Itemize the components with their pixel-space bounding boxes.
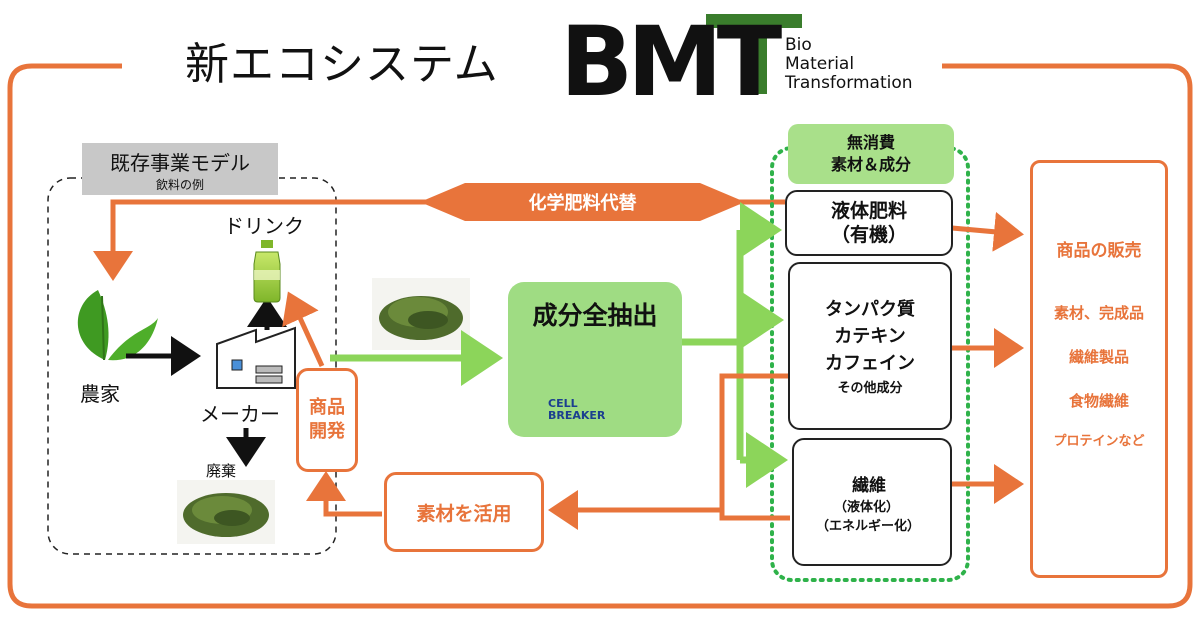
logo-t-stem (745, 14, 767, 94)
fertilizer-to-sales-arrow (951, 211, 1024, 252)
cell-breaker-line: BREAKER (548, 409, 606, 422)
waste-label: 廃棄 (206, 462, 237, 480)
extraction-title: 成分全抽出 (532, 301, 658, 330)
logo-sub-line: Material (785, 54, 855, 74)
drink-bottle-icon (253, 240, 281, 303)
cell-breaker-text: CELL BREAKER (548, 398, 605, 422)
materials-to-product-dev-arrow (306, 471, 382, 517)
product-dev-arrow (282, 291, 325, 368)
logo-sub-line: Transformation (785, 73, 913, 93)
fiber-sub: （エネルギー化） (816, 518, 921, 534)
chem-fertilizer-label: 化学肥料代替 (528, 193, 637, 214)
component-item: タンパク質 (825, 299, 915, 320)
existing-model-label: 既存事業モデル 飲料の例 (82, 143, 278, 195)
fiber-title: 繊維 (852, 475, 886, 496)
sales-item: 繊維製品 (1068, 348, 1129, 366)
sales-box (1030, 160, 1168, 578)
sales-item: 食物繊維 (1068, 392, 1129, 410)
existing-model-subtitle: 飲料の例 (155, 178, 204, 192)
tea-powder-image-bottom (177, 480, 275, 544)
sales-title: 商品の販売 (1056, 241, 1142, 261)
sales-item: プロテインなど (1053, 434, 1145, 449)
page-title: 新エコシステム (185, 39, 499, 90)
component-item: カフェイン (825, 353, 915, 374)
liquid-fertilizer-box: 液体肥料 （有機） (785, 190, 953, 256)
liquid-fertilizer-label: 液体肥料 （有機） (830, 200, 907, 246)
component-item: カテキン (834, 326, 906, 347)
existing-model-title: 既存事業モデル (110, 151, 250, 175)
fiber-box: 繊維 （液体化） （エネルギー化） (792, 438, 952, 566)
farmer-label: 農家 (80, 382, 120, 406)
fiber-sub: （液体化） (834, 499, 900, 515)
logo-sub-line: Bio (785, 35, 812, 55)
use-materials-box: 素材を活用 (384, 472, 544, 552)
cell-breaker-line: CELL (548, 397, 578, 410)
chem-fertilizer-banner (420, 183, 745, 221)
logo-subtitle: Bio Material Transformation (785, 36, 913, 93)
components-to-materials-line (719, 373, 790, 521)
outer-frame (7, 63, 1193, 609)
product-dev-box: 商品 開発 (296, 368, 358, 472)
tea-leaf-icon (77, 290, 158, 361)
use-materials-label: 素材を活用 (416, 502, 512, 525)
factory-icon (216, 326, 296, 389)
product-dev-label: 商品 開発 (309, 397, 345, 442)
sales-item: 素材、完成品 (1053, 304, 1144, 322)
no-consumption-header: 無消費 素材＆成分 (788, 124, 954, 184)
logo-bmt: BMT (560, 6, 782, 118)
maker-label: メーカー (200, 402, 280, 426)
components-box: タンパク質 カテキン カフェイン その他成分 (788, 262, 952, 430)
extraction-box (508, 282, 682, 437)
no-consumption-title: 無消費 素材＆成分 (830, 133, 911, 174)
component-other: その他成分 (837, 381, 903, 396)
tea-powder-image-top (372, 278, 470, 350)
drink-label: ドリンク (224, 214, 304, 238)
